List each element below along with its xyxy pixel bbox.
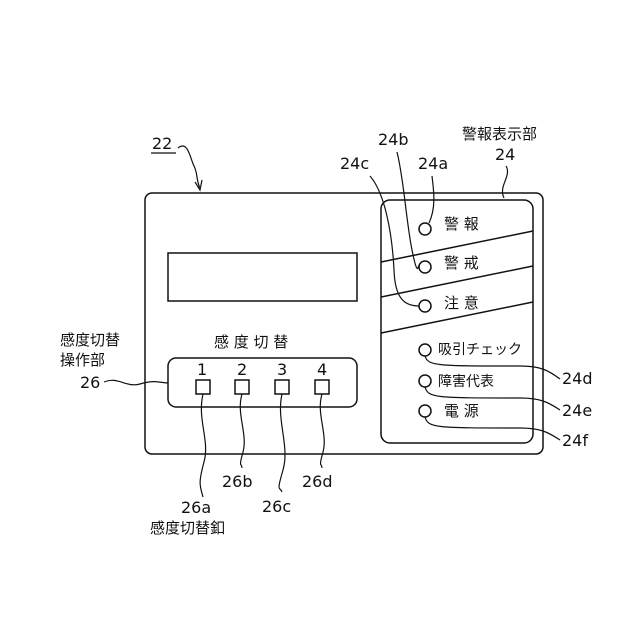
display-window bbox=[168, 253, 357, 301]
sensitivity-panel-title: 感 度 切 替 bbox=[214, 333, 288, 351]
indicator-ref-24b: 24b bbox=[378, 130, 409, 149]
leader-24f bbox=[425, 417, 560, 440]
operator-caption-line1: 感度切替 bbox=[60, 331, 120, 349]
leader-26c bbox=[279, 394, 285, 492]
device-ref-label: 22 bbox=[152, 134, 172, 153]
sensitivity-button-2[interactable] bbox=[235, 380, 249, 394]
leader-24c bbox=[370, 176, 419, 306]
indicator-ref-24a: 24a bbox=[418, 154, 448, 173]
button-caption: 感度切替釦 bbox=[150, 519, 225, 537]
sensitivity-button-1[interactable] bbox=[196, 380, 210, 394]
sensitivity-button-4[interactable] bbox=[315, 380, 329, 394]
button-number-3: 3 bbox=[277, 360, 287, 379]
button-number-1: 1 bbox=[197, 360, 207, 379]
device-housing bbox=[145, 193, 543, 454]
indicator-led-24e bbox=[419, 375, 431, 387]
indicator-label-24d: 吸引チェック bbox=[438, 342, 522, 358]
alarm-display-ref: 24 bbox=[495, 145, 515, 164]
indicator-ref-24f: 24f bbox=[562, 431, 588, 450]
device-ref-leader bbox=[178, 146, 200, 188]
indicator-led-24b bbox=[419, 261, 431, 273]
indicator-led-24a bbox=[419, 223, 431, 235]
indicator-label-24a: 警 報 bbox=[444, 215, 479, 233]
button-ref-26a: 26a bbox=[181, 498, 211, 517]
leader-26b bbox=[240, 394, 244, 468]
button-ref-26b: 26b bbox=[222, 472, 253, 491]
indicator-led-24f bbox=[419, 405, 431, 417]
indicator-label-24c: 注 意 bbox=[444, 294, 479, 312]
indicator-led-24d bbox=[419, 344, 431, 356]
indicator-ref-24e: 24e bbox=[562, 401, 592, 420]
operator-leader bbox=[104, 380, 168, 385]
indicator-ref-24c: 24c bbox=[340, 154, 369, 173]
operator-ref: 26 bbox=[80, 373, 100, 392]
indicator-label-24b: 警 戒 bbox=[444, 254, 479, 272]
indicator-ref-24d: 24d bbox=[562, 369, 593, 388]
button-number-2: 2 bbox=[237, 360, 247, 379]
leader-26d bbox=[320, 394, 324, 468]
operator-caption-line2: 操作部 bbox=[60, 351, 105, 369]
button-number-4: 4 bbox=[317, 360, 327, 379]
button-ref-26c: 26c bbox=[262, 497, 291, 516]
alarm-display-caption: 警報表示部 bbox=[462, 125, 537, 143]
indicator-led-24c bbox=[419, 300, 431, 312]
button-ref-26d: 26d bbox=[302, 472, 333, 491]
leader-24b bbox=[397, 152, 419, 269]
sensitivity-button-3[interactable] bbox=[275, 380, 289, 394]
indicator-label-24e: 障害代表 bbox=[438, 374, 494, 390]
leader-26a bbox=[200, 394, 206, 497]
indicator-label-24f: 電 源 bbox=[444, 402, 479, 420]
